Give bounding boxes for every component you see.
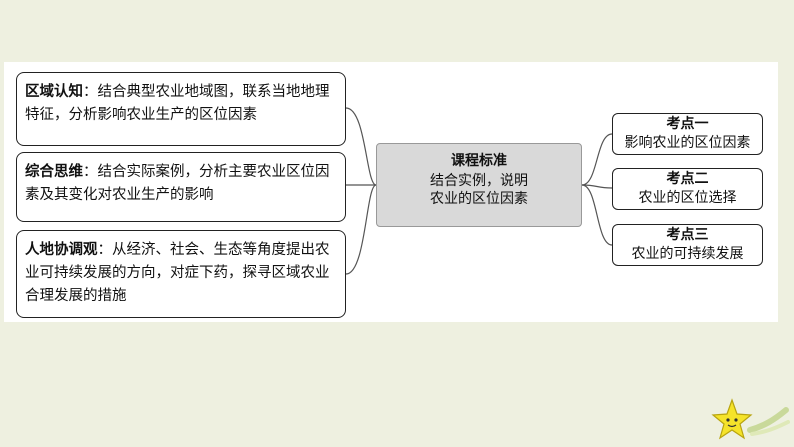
curriculum-standard-box: 课程标准 结合实例，说明 农业的区位因素 [376, 143, 582, 227]
left-box-human-land-harmony: 人地协调观：从经济、社会、生态等角度提出农业可持续发展的方向，对症下药，探寻区域… [16, 230, 346, 318]
star-mascot-icon [711, 398, 790, 440]
point-text: 农业的区位选择 [638, 190, 737, 206]
center-title: 课程标准 [451, 153, 507, 169]
point-title: 考点二 [666, 171, 709, 187]
left-box-label: 区域认知 [25, 84, 83, 100]
point-title: 考点一 [666, 116, 709, 132]
point-text: 影响农业的区位因素 [624, 135, 751, 151]
center-line-1: 结合实例，说明 [430, 173, 528, 189]
right-box-point-3: 考点三 农业的可持续发展 [612, 224, 763, 266]
point-title: 考点三 [666, 227, 709, 243]
right-box-point-1: 考点一 影响农业的区位因素 [612, 113, 763, 155]
right-box-point-2: 考点二 农业的区位选择 [612, 168, 763, 210]
left-box-text: ：从经济、社会、生态等角度提出农业可持续发展的方向，对症下药，探寻区域农业合理发… [25, 242, 330, 304]
left-box-regional-cognition: 区域认知：结合典型农业地域图，联系当地地理特征，分析影响农业生产的区位因素 [16, 72, 346, 146]
left-box-comprehensive-thinking: 综合思维：结合实际案例，分析主要农业区位因素及其变化对农业生产的影响 [16, 152, 346, 222]
left-box-text: ：结合实际案例，分析主要农业区位因素及其变化对农业生产的影响 [25, 164, 330, 203]
left-box-label: 人地协调观 [25, 242, 98, 258]
left-box-label: 综合思维 [25, 164, 83, 180]
center-line-2: 农业的区位因素 [430, 191, 528, 207]
left-box-text: ：结合典型农业地域图，联系当地地理特征，分析影响农业生产的区位因素 [25, 84, 330, 123]
point-text: 农业的可持续发展 [631, 246, 744, 262]
